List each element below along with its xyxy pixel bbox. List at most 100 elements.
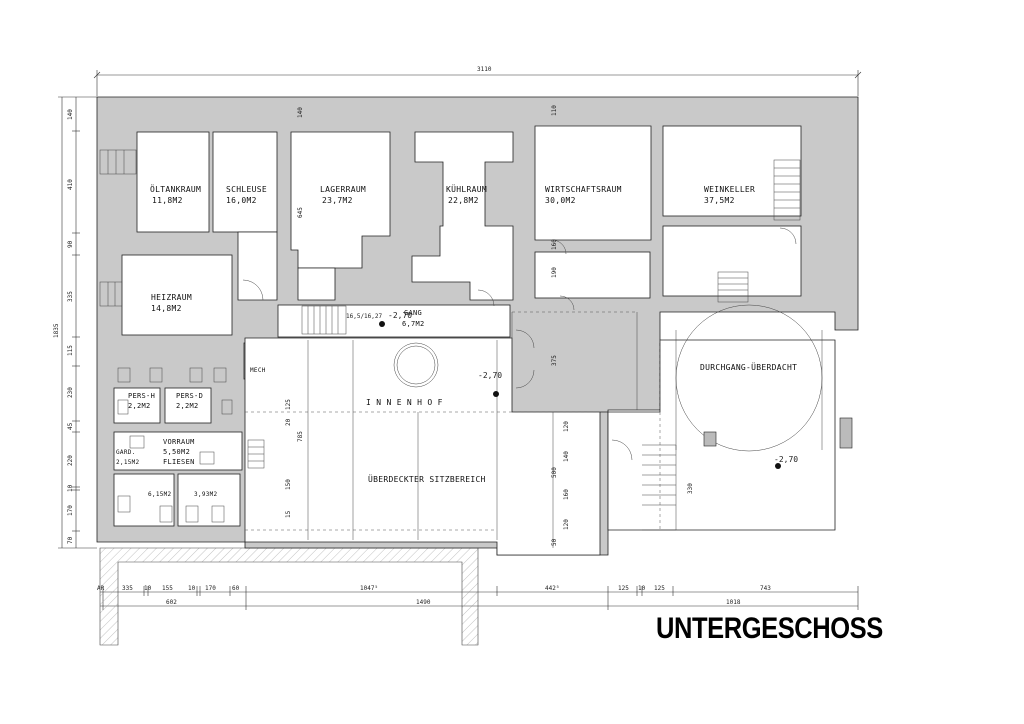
label-pers-d-area: 2,2M2 <box>176 402 199 410</box>
room-oeltankraum <box>136 131 210 233</box>
dim-bottom-4: 10 <box>188 585 196 592</box>
dim-inner-110: 110 <box>551 105 558 116</box>
room-pers-d <box>164 387 212 424</box>
room-wc-h <box>113 473 175 527</box>
room-schleuse <box>212 131 278 233</box>
dim-inner-785: 785 <box>297 431 304 442</box>
dim-bottom-3: 155 <box>162 585 173 592</box>
label-oeltankraum-area: 11,8M2 <box>152 196 183 205</box>
label-vorraum-floor: FLIESEN <box>163 458 195 466</box>
dim-left-1: 140 <box>67 109 74 120</box>
dim-left-3: 90 <box>67 240 74 248</box>
level-stair: 16,5/16,27 <box>346 313 383 320</box>
room-wc-d <box>177 473 241 527</box>
dim-left-4: 335 <box>67 291 74 302</box>
label-pers-d-name: PERS-D <box>176 392 203 400</box>
dim-inner-140: 140 <box>297 107 304 118</box>
label-oeltankraum-name: ÖLTANKRAUM <box>150 184 201 194</box>
plan-details <box>99 149 853 548</box>
room-lagerraum-lower <box>297 267 336 301</box>
room-wirtschaftsraum <box>534 125 652 241</box>
dim-inner-645: 645 <box>297 207 304 218</box>
dim-inner-140b: 140 <box>563 451 570 462</box>
label-garderobe-area: 2,15M2 <box>116 459 140 466</box>
dim-bottom-11: 125 <box>654 585 665 592</box>
room-lagerraum <box>290 131 391 269</box>
dim-left-ticks <box>72 130 80 532</box>
label-pers-h-name: PERS-H <box>128 392 155 400</box>
label-wc-h-area: 6,15M2 <box>148 491 172 498</box>
dim-inner-500: 500 <box>551 467 558 478</box>
level-gang: -2,70 <box>388 311 412 320</box>
dim-bottom-total-1: 602 <box>166 599 177 606</box>
dim-inner-20: 20 <box>285 418 292 426</box>
room-weinkeller-lower <box>662 225 802 297</box>
dim-left-8: 220 <box>67 455 74 466</box>
label-mech: MECH <box>250 367 266 374</box>
label-durchgang: DURCHGANG-ÜBERDACHT <box>700 362 797 372</box>
label-heizraum-name: HEIZRAUM <box>151 293 192 302</box>
dim-left-2: 410 <box>67 179 74 190</box>
plan-title: UNTERGESCHOSS <box>656 612 883 645</box>
label-vorraum-name: VORRAUM <box>163 438 195 446</box>
dim-inner-120: 120 <box>563 421 570 432</box>
dim-bottom-6: 60 <box>232 585 240 592</box>
label-heizraum-area: 14,8M2 <box>151 304 182 313</box>
dim-bottom-total-2: 1490 <box>416 599 431 606</box>
label-kuehlraum-area: 22,8M2 <box>448 196 479 205</box>
room-kuehlraum <box>411 131 514 301</box>
label-sitzbereich: ÜBERDECKTER SITZBEREICH <box>368 474 486 484</box>
label-gang-name: GANG <box>404 309 422 317</box>
dim-inner-190: 190 <box>551 267 558 278</box>
room-gang <box>277 304 511 338</box>
dim-inner-160: 160 <box>551 239 558 250</box>
dim-bottom-total-3: 1018 <box>726 599 741 606</box>
dim-inner-125: 125 <box>285 399 292 410</box>
dim-left-9: 10 <box>67 484 74 492</box>
label-gang-area: 6,7M2 <box>402 320 425 328</box>
rooms <box>113 125 836 556</box>
label-innenhof: I N N E N H O F <box>366 398 443 407</box>
dim-inner-150: 150 <box>285 479 292 490</box>
label-pers-h-area: 2,2M2 <box>128 402 151 410</box>
label-lagerraum-name: LAGERRAUM <box>320 185 366 194</box>
room-heizraum <box>121 254 233 336</box>
dim-left-7: 45 <box>67 422 74 430</box>
dim-bottom-12: 743 <box>760 585 771 592</box>
label-garderobe-name: GARD. <box>116 449 136 456</box>
dim-inner-15: 15 <box>285 510 292 518</box>
dimension-lines: 3110 1835 140 410 90 335 115 230 45 220 … <box>53 66 862 610</box>
label-vorraum-area: 5,50M2 <box>163 448 190 456</box>
inner-dimensions: 645 140 110 160 190 375 120 500 140 160 … <box>285 105 694 546</box>
room-labels: ÖLTANKRAUM 11,8M2 SCHLEUSE 16,0M2 LAGERR… <box>116 184 797 498</box>
dim-inner-375: 375 <box>551 355 558 366</box>
dim-bottom-1: 335 <box>122 585 133 592</box>
dim-bottom-7: 1047⁵ <box>360 585 378 592</box>
dim-bottom-10: 10 <box>638 585 646 592</box>
room-schleuse-lower <box>237 231 278 301</box>
dim-inner-120b: 120 <box>563 519 570 530</box>
level-markers: -2,70 -2,70 -2,70 16,5/16,27 <box>346 311 798 469</box>
level-innenhof: -2,70 <box>478 371 502 380</box>
foundation-hatch <box>99 547 479 646</box>
dim-left-total: 1835 <box>53 323 60 338</box>
dim-left-6: 230 <box>67 387 74 398</box>
dim-top-total: 3110 <box>477 66 492 73</box>
dim-inner-50: 50 <box>551 538 558 546</box>
dim-bottom-5: 170 <box>205 585 216 592</box>
label-lagerraum-area: 23,7M2 <box>322 196 353 205</box>
label-wirtschaftsraum-area: 30,0M2 <box>545 196 576 205</box>
room-innenhof <box>244 337 836 556</box>
dim-inner-330: 330 <box>687 483 694 494</box>
label-wc-d-area: 3,93M2 <box>194 491 218 498</box>
label-schleuse-name: SCHLEUSE <box>226 185 267 194</box>
dim-bottom-2: 10 <box>144 585 152 592</box>
dim-bottom-9: 125 <box>618 585 629 592</box>
label-weinkeller-area: 37,5M2 <box>704 196 735 205</box>
room-pers-h <box>113 387 161 424</box>
dim-bottom-ticks <box>102 586 859 610</box>
level-durchgang: -2,70 <box>774 455 798 464</box>
room-wirtschaftsraum-lower <box>534 251 651 299</box>
dim-left-5: 115 <box>67 345 74 356</box>
